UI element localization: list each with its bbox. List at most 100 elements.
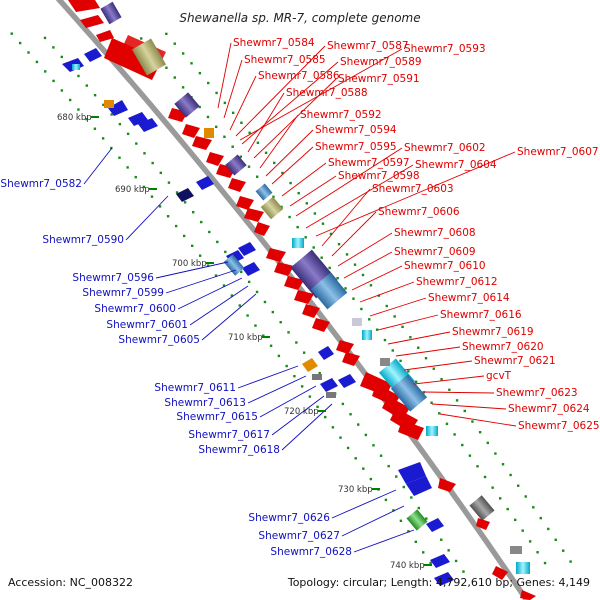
gene-label-forward[interactable]: Shewmr7_0607 [517,146,599,158]
tick-dot [308,395,312,398]
tick-dot [277,354,281,358]
leader-line [281,162,327,197]
gene-label-forward[interactable]: Shewmr7_0584 [233,37,315,49]
tick-dot [368,318,371,321]
tick-dot [383,338,387,342]
gene-label-forward[interactable]: Shewmr7_0587 [327,40,409,52]
gene-label-forward[interactable]: Shewmr7_0608 [394,227,476,239]
gene-label-forward[interactable]: Shewmr7_0619 [452,326,534,338]
gene-label-forward[interactable]: Shewmr7_0591 [338,73,420,85]
gene-label-forward[interactable]: Shewmr7_0612 [416,276,498,288]
gene-label-forward[interactable]: Shewmr7_0614 [428,292,510,304]
gene-label-reverse[interactable]: Shewmr7_0617 [188,429,270,441]
tick-dot [341,402,345,406]
map-title: Shewanella sp. MR-7, complete genome [179,11,420,25]
leader-line [201,293,257,341]
tick-dot [183,201,187,204]
gene-label-reverse[interactable]: Shewmr7_0605 [118,334,200,346]
tick-dot [445,422,449,426]
leader-line [189,285,249,326]
tick-dot [52,79,55,83]
tick-dot [506,507,509,511]
gene-label-forward[interactable]: Shewmr7_0586 [258,70,340,82]
gene-label-forward[interactable]: Shewmr7_0602 [404,142,486,154]
gene-label-reverse[interactable]: Shewmr7_0615 [176,411,258,423]
tick-dot [393,315,396,318]
gene-label-reverse[interactable]: Shewmr7_0582 [0,178,82,190]
tick-dot [110,113,113,116]
tick-dot [288,215,291,219]
leader-line [377,314,439,331]
tick-dot [417,506,421,510]
tick-dot [483,475,487,479]
tick-dot [385,304,388,308]
gene-label-reverse[interactable]: Shewmr7_0613 [164,397,246,409]
gene-label-forward[interactable]: Shewmr7_0594 [315,124,397,136]
gene-label-forward[interactable]: gcvT [486,370,512,382]
tick-dot [255,290,259,294]
tick-dot [166,215,170,218]
tick-dot [126,166,129,169]
gene-label-reverse[interactable]: Shewmr7_0600 [94,303,176,315]
leader-line [237,365,299,389]
gene-label-forward[interactable]: Shewmr7_0606 [378,206,460,218]
kbp-label: 710 kbp [228,333,263,343]
gene-label-forward[interactable]: Shewmr7_0624 [508,403,590,415]
kbp-label: 680 kbp [57,113,92,123]
gene-label-forward[interactable]: Shewmr7_0616 [440,309,522,321]
gene-label-reverse[interactable]: Shewmr7_0590 [42,234,124,246]
gene-label-forward[interactable]: Shewmr7_0609 [394,246,476,258]
tick-dot [206,264,210,267]
tick-dot [354,457,357,460]
tick-dot [150,195,154,198]
tick-dot [448,388,451,391]
gene-label-forward[interactable]: Shewmr7_0585 [244,54,326,66]
leader-line [423,391,495,394]
tick-dot [222,284,226,287]
gene-label-reverse[interactable]: Shewmr7_0626 [248,512,330,524]
tick-dot [165,66,168,69]
gene-label-forward[interactable]: Shewmr7_0610 [404,260,486,272]
tick-dot [264,151,268,155]
gene-label-forward[interactable]: Shewmr7_0604 [415,159,497,171]
tick-dot [478,431,482,434]
gene-label-reverse[interactable]: Shewmr7_0627 [258,530,340,542]
gene-label-forward[interactable]: Shewmr7_0623 [496,387,578,399]
leader-line [217,42,232,109]
leader-line [125,195,169,241]
leader-line [351,265,403,291]
gene-label-forward[interactable]: Shewmr7_0603 [372,183,454,195]
gene-label-forward[interactable]: Shewmr7_0620 [462,341,544,353]
tick-dot [569,560,572,563]
leader-line [83,147,113,185]
tick-dot [281,171,284,175]
tick-dot [215,125,218,129]
gene-label-forward[interactable]: Shewmr7_0592 [300,109,382,121]
gene-label-reverse[interactable]: Shewmr7_0601 [106,319,188,331]
leader-line [321,188,371,247]
gene-label-forward[interactable]: Shewmr7_0593 [404,43,486,55]
tick-dot [93,127,97,130]
tick-dot [498,497,502,500]
gene-label-reverse[interactable]: Shewmr7_0618 [198,444,280,456]
gene-label-forward[interactable]: Shewmr7_0595 [315,141,397,153]
gene-label-reverse[interactable]: Shewmr7_0596 [72,272,154,284]
tick-dot [395,475,398,478]
tick-dot [377,294,381,297]
gene-label-reverse[interactable]: Shewmr7_0599 [82,287,164,299]
tick-dot [151,161,154,165]
gene-label-forward[interactable]: Shewmr7_0625 [518,420,600,432]
gene-label-forward[interactable]: Shewmr7_0598 [338,170,420,182]
gene-label-forward[interactable]: Shewmr7_0597 [328,157,410,169]
gene-label-forward[interactable]: Shewmr7_0621 [474,355,556,367]
tick-dot [126,132,130,136]
leader-line [331,211,377,257]
gene-label-forward[interactable]: Shewmr7_0589 [340,56,422,68]
tick-dot [372,444,375,447]
tick-dot [399,359,402,363]
gene-label-reverse[interactable]: Shewmr7_0611 [154,382,236,394]
gene-label-reverse[interactable]: Shewmr7_0628 [270,546,352,558]
gene-label-forward[interactable]: Shewmr7_0588 [286,87,368,99]
tick-dot [407,530,410,533]
